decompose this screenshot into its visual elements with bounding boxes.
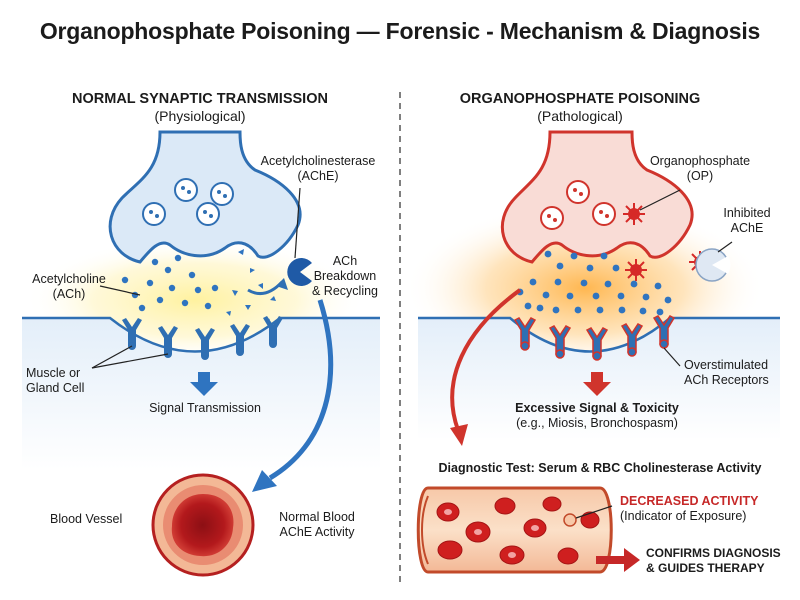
breakdown-line1: ACh: [332, 254, 358, 268]
receptors-line1: Overstimulated: [684, 358, 769, 372]
cell-label-line1: Muscle or: [26, 366, 81, 380]
inhibited-line2: AChE: [730, 221, 764, 235]
ach-label-line1: Acetylcholine: [32, 272, 106, 286]
poison-to-diagnostic-arrow: [450, 288, 522, 431]
normal-postsynaptic-cell: [22, 318, 380, 470]
signal-transmission-label: Signal Transmission: [149, 401, 261, 415]
diagnostic-test-label: Diagnostic Test: Serum & RBC Cholinester…: [438, 461, 762, 475]
ache-label-line2: (AChE): [297, 169, 339, 183]
toxicity-line2: (e.g., Miosis, Bronchospasm): [516, 416, 678, 430]
normal-synapse: [22, 130, 380, 577]
receptors-line2: ACh Receptors: [684, 373, 769, 387]
poison-subheading: (Pathological): [537, 108, 623, 124]
op-label-line1: Organophosphate: [649, 154, 751, 168]
poison-synapse: [405, 130, 780, 574]
normal-to-vessel-arrow: [268, 299, 334, 481]
poison-blood-vessel: [416, 486, 613, 574]
confirm-arrow: [596, 548, 640, 572]
normal-blood-line2: AChE Activity: [279, 525, 355, 539]
decreased-activity-label: DECREASED ACTIVITY: [620, 494, 759, 508]
cell-label-line2: Gland Cell: [26, 381, 85, 395]
normal-blood-vessel: [151, 473, 255, 577]
poison-heading: ORGANOPHOSPHATE POISONING: [459, 91, 701, 107]
blood-vessel-label: Blood Vessel: [50, 512, 123, 526]
normal-heading: NORMAL SYNAPTIC TRANSMISSION: [72, 91, 328, 107]
op-label-line2: (OP): [686, 169, 714, 183]
ache-label-line1: Acetylcholinesterase: [260, 154, 376, 168]
confirms-line1: CONFIRMS DIAGNOSIS: [646, 546, 781, 560]
page-title: Organophosphate Poisoning — Forensic - M…: [39, 18, 761, 44]
normal-blood-line1: Normal Blood: [279, 510, 355, 524]
indicator-label: (Indicator of Exposure): [620, 509, 747, 523]
normal-signal-arrow: [190, 372, 218, 396]
inhibited-line1: Inhibited: [723, 206, 771, 220]
toxicity-line1: Excessive Signal & Toxicity: [515, 401, 679, 415]
normal-ach-receptors: [122, 316, 283, 360]
breakdown-line3: & Recycling: [312, 284, 378, 298]
inhibited-ache: [695, 248, 731, 282]
confirms-line2: & GUIDES THERAPY: [646, 561, 765, 575]
ach-label-line2: (ACh): [52, 287, 86, 301]
normal-presynaptic-terminal: [108, 130, 302, 264]
normal-ache-enzyme: [287, 258, 312, 287]
breakdown-line2: Breakdown: [313, 269, 377, 283]
poison-ach-receptors: [513, 315, 676, 361]
normal-subheading: (Physiological): [154, 108, 246, 124]
poison-presynaptic-terminal: [500, 130, 694, 264]
poison-signal-arrow: [583, 372, 611, 396]
